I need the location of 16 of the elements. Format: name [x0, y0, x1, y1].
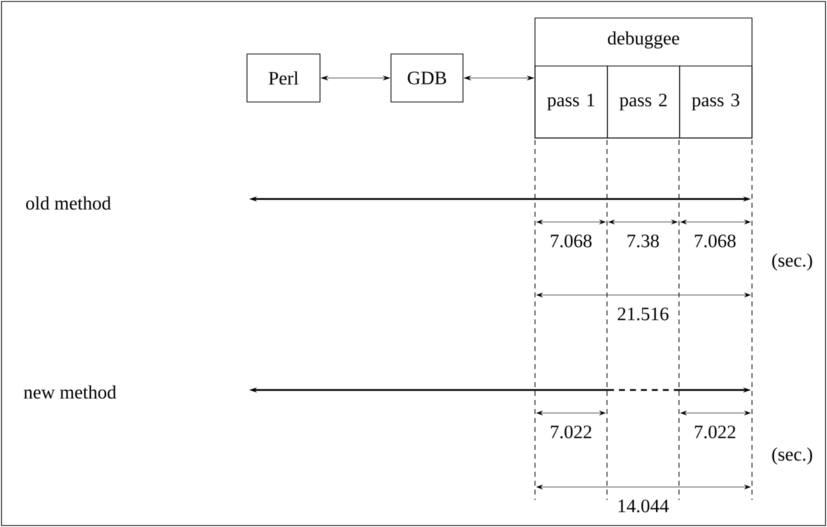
pass-cell: pass 3 — [679, 66, 752, 138]
pass-cell: pass 1 — [534, 66, 608, 138]
value-label: 7.022 — [548, 424, 594, 440]
process-box: Perl — [246, 54, 320, 102]
pass-cell: pass 2 — [606, 66, 680, 138]
value-label: 7.068 — [548, 234, 594, 248]
method-label: new method — [24, 385, 116, 399]
value-label: 7.022 — [692, 424, 738, 440]
value-label: 14.044 — [616, 498, 670, 514]
unit-label: (sec.) — [772, 447, 812, 465]
unit-label: (sec.) — [772, 253, 812, 271]
process-box: GDB — [390, 54, 464, 102]
value-label: 21.516 — [616, 306, 670, 322]
method-label: old method — [26, 196, 111, 210]
value-label: 7.38 — [625, 234, 661, 248]
value-label: 7.068 — [692, 234, 738, 248]
